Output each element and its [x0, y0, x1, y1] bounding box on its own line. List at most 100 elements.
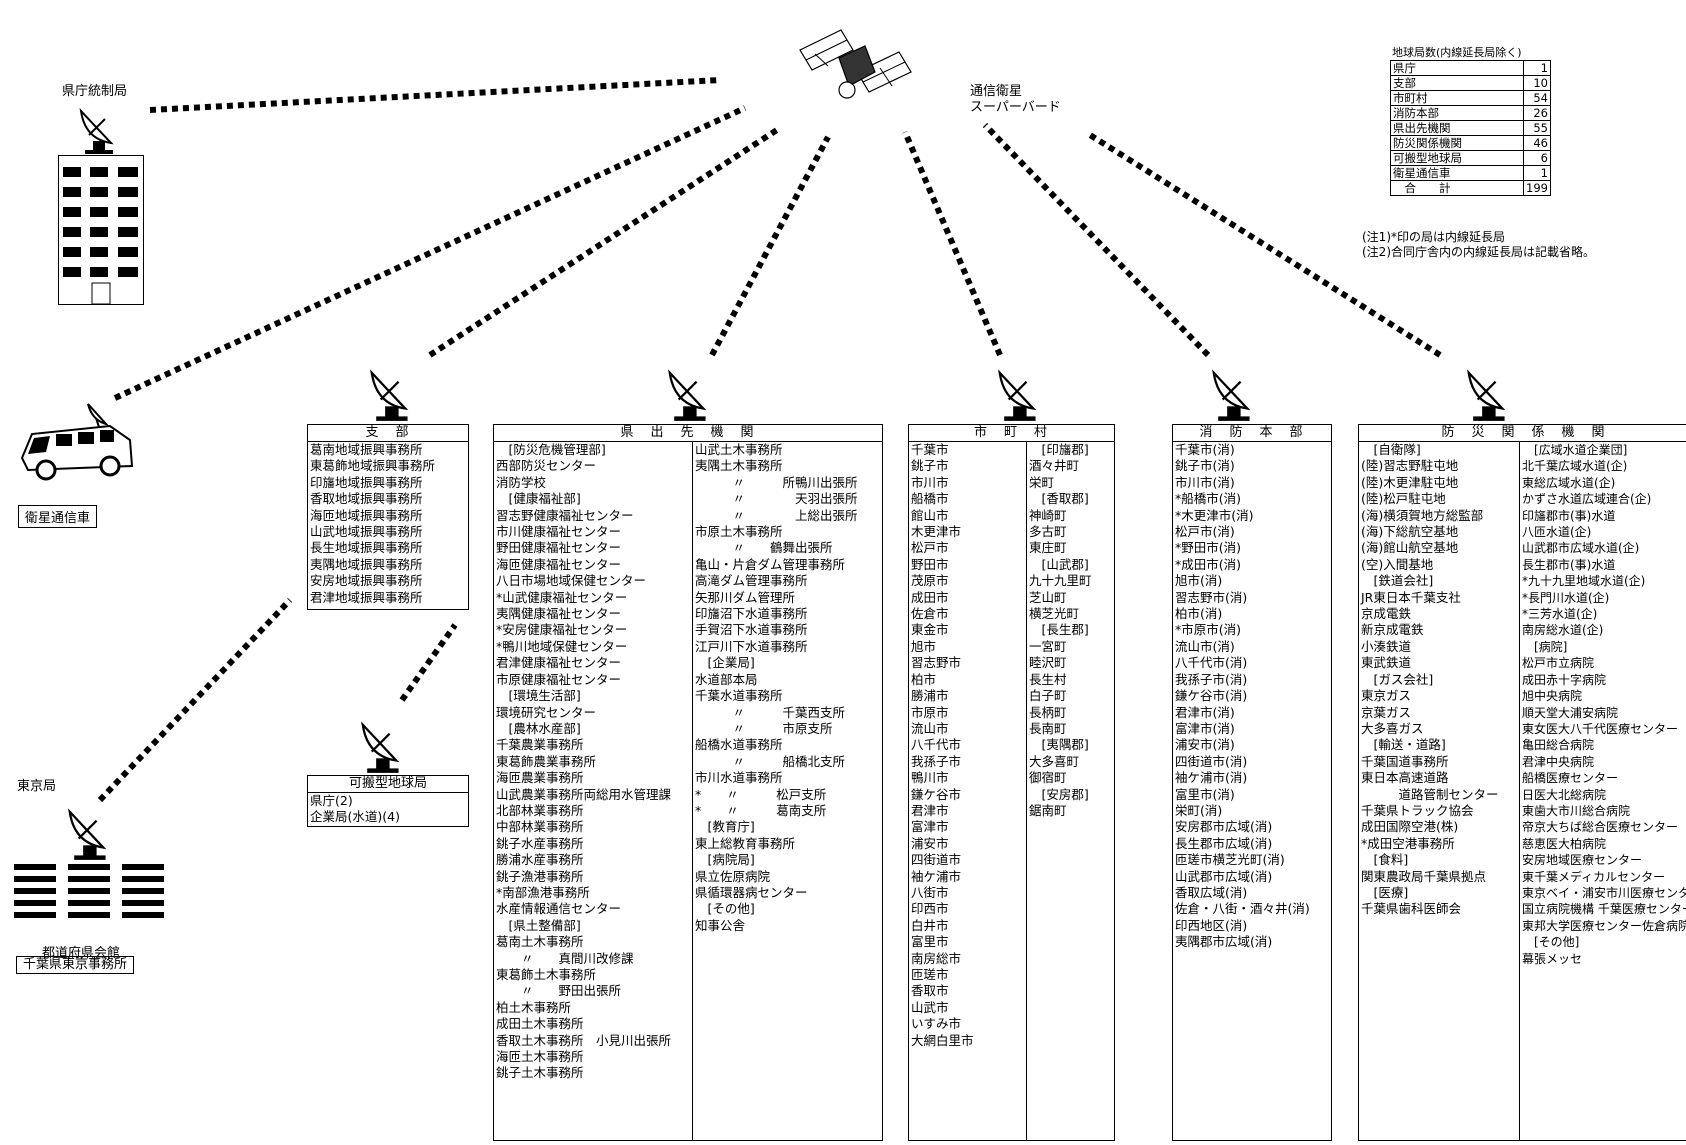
satellite-vehicle-icon [20, 403, 134, 481]
count-value: 199 [1523, 180, 1551, 196]
list-item: 日医大北総病院 [1522, 787, 1607, 802]
list-item: [夷隅郡] [1029, 737, 1089, 753]
list-item: 夷隅郡市広域(消) [1175, 934, 1273, 950]
dish-icon [361, 721, 400, 773]
list-item: 市川健康福祉センター [496, 524, 622, 540]
list-item: 習志野市(消) [1175, 589, 1248, 605]
dish-icon [668, 369, 707, 421]
list-item: 柏市 [911, 671, 937, 687]
pref-agencies-col1: [防災危機管理部]西部防災センター消防学校 [健康福祉部]習志野健康福祉センター… [494, 442, 692, 1082]
list-item: [農林水産部] [496, 720, 581, 736]
list-item: [県土整備部] [496, 917, 581, 933]
list-item: 東葛飾農業事務所 [496, 753, 597, 769]
list-item: 知事公舎 [695, 917, 746, 933]
list-item: 東武鉄道 [1361, 655, 1412, 671]
list-item: 東庄町 [1029, 540, 1067, 556]
list-item: 佐倉・八街・酒々井(消) [1175, 901, 1310, 917]
list-item: [山武郡] [1029, 556, 1089, 572]
list-item: 佐倉市 [911, 606, 949, 622]
list-item: 君津健康福祉センター [496, 655, 622, 671]
list-item: [輸送・道路] [1361, 737, 1446, 753]
list-item: 小湊鉄道 [1361, 638, 1412, 654]
list-item: 鎌ケ谷市 [911, 786, 962, 802]
count-name: 合 計 [1390, 180, 1524, 196]
count-value: 55 [1523, 120, 1551, 136]
list-item: 勝浦水産事務所 [496, 852, 584, 868]
list-item: 船橋市 [911, 491, 949, 507]
list-item: 京葉ガス [1361, 704, 1412, 720]
list-item: 中部林業事務所 [496, 819, 584, 835]
list-item: [鉄道会社] [1361, 573, 1434, 589]
list-item: [健康福祉部] [496, 491, 581, 507]
list-item: 国立病院機構 千葉医療センター [1522, 902, 1686, 917]
count-name: 衛星通信車 [1390, 165, 1524, 181]
tokyo-office-label: 千葉県東京事務所 [16, 956, 135, 974]
list-item: 環境研究センター [496, 704, 597, 720]
list-item: *市原市(消) [1175, 622, 1242, 638]
list-item: 銚子水産事務所 [496, 835, 584, 851]
list-item: 安房郡市広域(消) [1175, 819, 1273, 835]
list-item: 袖ケ浦市(消) [1175, 770, 1248, 786]
link-fire [982, 122, 1211, 358]
list-item: 木更津市 [911, 524, 962, 540]
tokyo-building-label: 都道府県会館 [42, 946, 121, 961]
list-item: 御宿町 [1029, 770, 1067, 786]
list-item: [病院] [1522, 639, 1568, 654]
dish-icon [998, 369, 1037, 421]
list-item: 東葛飾地域振興事務所 [310, 458, 436, 474]
list-item: 水道部本局 [695, 671, 758, 687]
list-item: 柏土木事務所 [496, 999, 572, 1015]
list-item: 匝瑳市 [911, 967, 949, 982]
list-item: 山武土木事務所 [695, 442, 783, 457]
list-item: 道路管制センター [1361, 786, 1499, 802]
list-item: 富里市(消) [1175, 786, 1235, 802]
list-item: 〃 所鴨川出張所 [695, 474, 858, 490]
portable-box: 可搬型地球局 県庁(2)企業局(水道)(4) [307, 775, 469, 827]
list-item: かずさ水道広域連合(企) [1522, 492, 1652, 507]
count-value: 10 [1523, 75, 1551, 91]
disaster-box: 防 災 関 係 機 関 [自衛隊](陸)習志野駐屯地(陸)木更津駐屯地(陸)松戸… [1358, 424, 1686, 1141]
list-item: 消防学校 [496, 474, 547, 490]
satellite-icon [799, 29, 912, 99]
list-item: 山武郡市広域水道(企) [1522, 541, 1640, 556]
list-item: [その他] [1522, 935, 1580, 950]
list-item: 成田赤十字病院 [1522, 672, 1607, 687]
link-prefecture [149, 77, 721, 113]
list-item: 山武市 [911, 999, 949, 1015]
list-item: 松戸市立病院 [1522, 656, 1595, 671]
list-item: 我孫子市(消) [1175, 671, 1248, 687]
list-item: [病院局] [695, 852, 755, 868]
list-item: 船橋水道事務所 [695, 737, 783, 753]
note-1: (注1)*印の局は内線延長局 [1362, 230, 1505, 244]
list-item: いすみ市 [911, 1016, 962, 1032]
tokyo-station-label: 東京局 [17, 779, 57, 794]
fire-list: 千葉市(消)銚子市(消)市川市(消)*船橋市(消)*木更津市(消)松戸市(消)*… [1173, 442, 1331, 951]
portable-list: 県庁(2)企業局(水道)(4) [308, 793, 468, 826]
count-name: 支部 [1390, 75, 1524, 91]
count-name: 県庁 [1390, 60, 1524, 76]
list-item: 香取市 [911, 983, 949, 999]
count-name: 可搬型地球局 [1390, 150, 1524, 166]
list-item: 南房総水道(企) [1522, 623, 1604, 638]
list-item: 大多喜ガス [1361, 720, 1424, 736]
satellite-name: 通信衛星 [970, 84, 1023, 99]
list-item: 市川市(消) [1175, 474, 1235, 490]
list-item: 君津市 [911, 802, 949, 818]
list-item: 市川市 [911, 474, 949, 490]
fire-box: 消 防 本 部 千葉市(消)銚子市(消)市川市(消)*船橋市(消)*木更津市(消… [1172, 424, 1332, 1141]
list-item: 四街道市(消) [1175, 753, 1248, 769]
list-item: 東女医大八千代医療センター [1522, 721, 1679, 736]
pref-agencies-col2: 山武土木事務所夷隅土木事務所 〃 所鴨川出張所 〃 天羽出張所 〃 上総出張所市… [693, 442, 881, 934]
list-item: 松戸市(消) [1175, 524, 1235, 540]
list-item: 〃 市原支所 [695, 720, 833, 736]
list-item: 県立佐原病院 [695, 868, 771, 884]
list-item: 水産情報通信センター [496, 901, 622, 917]
list-item: 千葉県トラック協会 [1361, 802, 1474, 818]
dish-icon [1467, 369, 1506, 421]
list-item: *安房健康福祉センター [496, 622, 628, 638]
list-item: 〃 鶴舞出張所 [695, 540, 833, 556]
